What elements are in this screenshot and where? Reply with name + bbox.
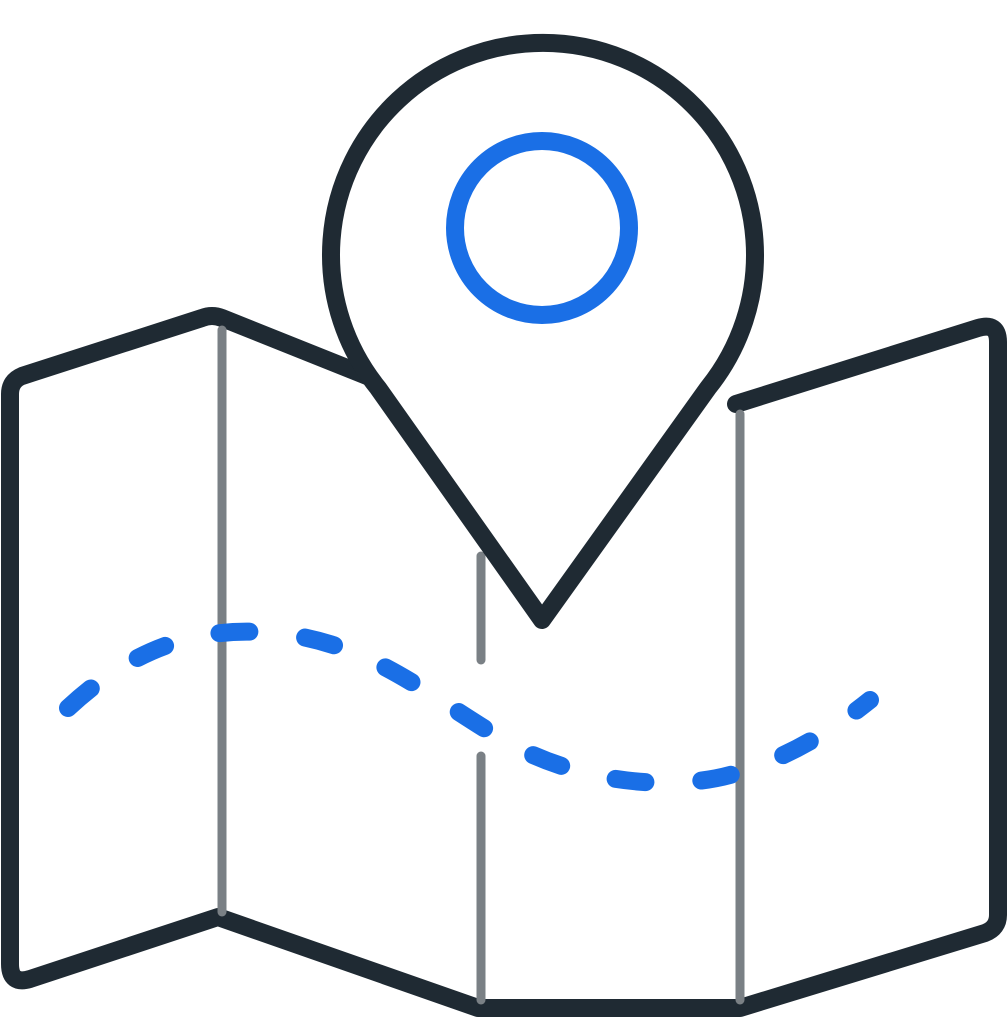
pin-center-circle [446, 132, 638, 324]
pin-outline [322, 33, 764, 629]
map-outline-left [1, 307, 1007, 1017]
location-pin-icon [322, 33, 764, 629]
folded-map-icon [1, 307, 1007, 1017]
dashed-route-icon [59, 622, 879, 792]
